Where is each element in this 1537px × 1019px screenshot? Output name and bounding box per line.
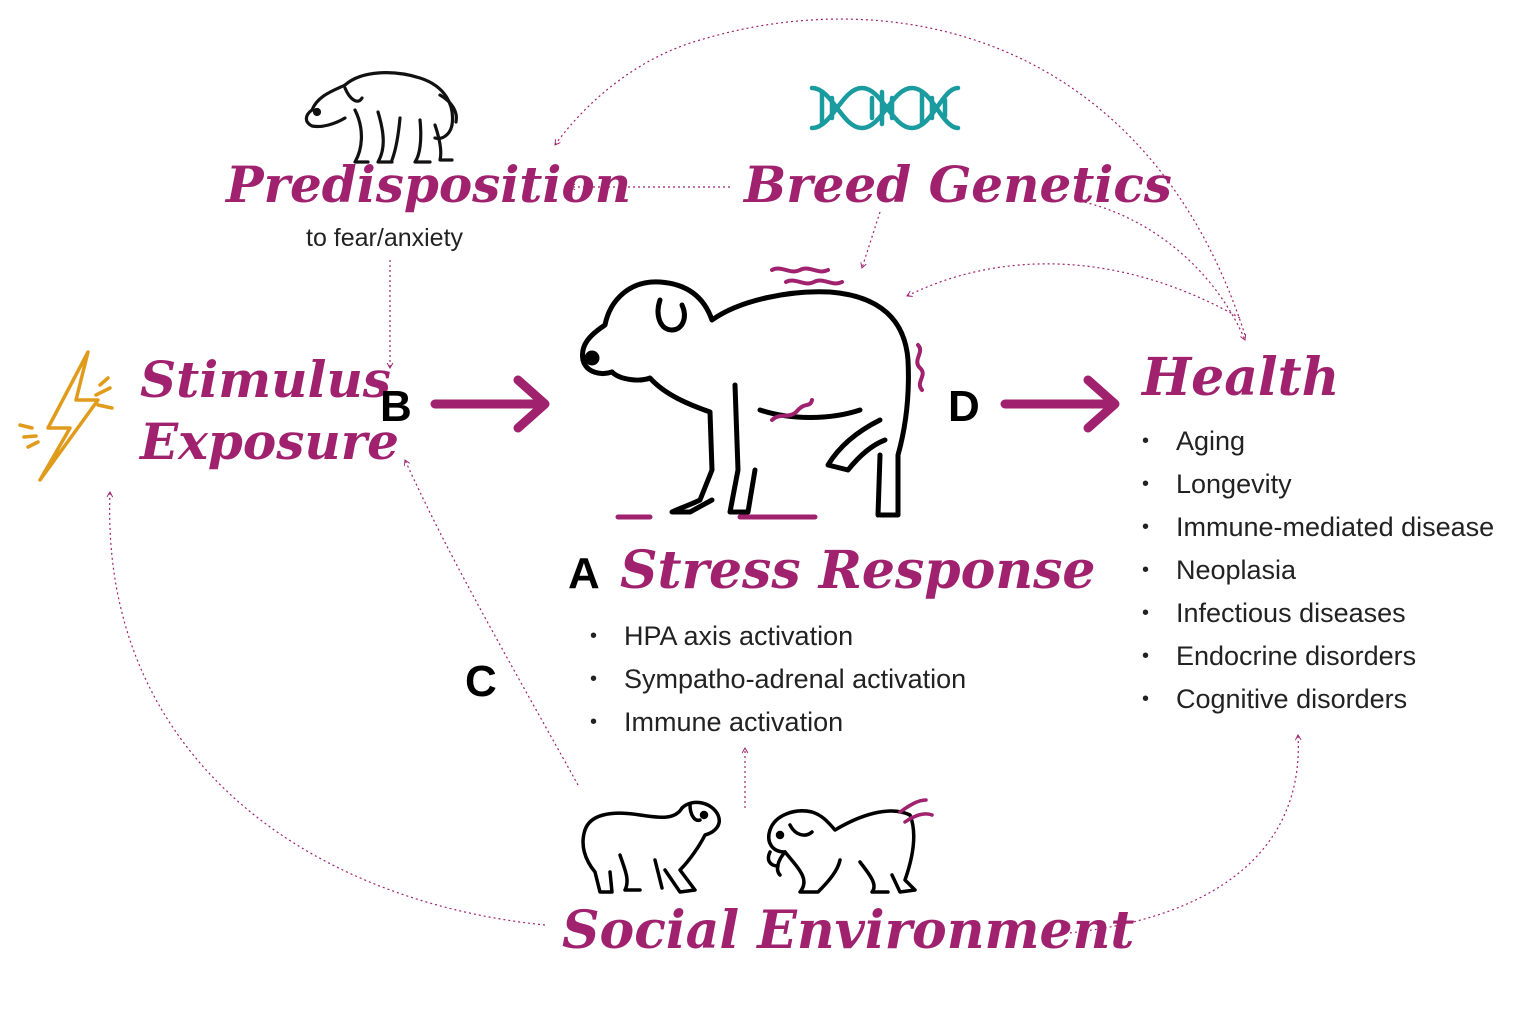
stress-marks (615, 266, 925, 520)
label-a: A (568, 549, 600, 598)
arrow-b (430, 375, 550, 433)
connector-social-to-b (403, 459, 579, 786)
list-item: Neoplasia (1142, 549, 1494, 592)
lightning-icon (18, 350, 114, 482)
tail-wag-marks (898, 798, 934, 824)
label-c: C (465, 657, 497, 706)
list-item: Longevity (1142, 463, 1494, 506)
list-item: Endocrine disorders (1142, 635, 1494, 678)
health-title: Health (1142, 347, 1340, 408)
list-item: Aging (1142, 420, 1494, 463)
stress-response-title: Stress Response (620, 540, 1096, 601)
list-item: Sympatho-adrenal activation (590, 658, 966, 701)
social-environment-title: Social Environment (562, 900, 1135, 961)
list-item: Immune activation (590, 701, 966, 744)
breed-genetics-title: Breed Genetics (744, 155, 1172, 214)
list-item: Cognitive disorders (1142, 678, 1494, 721)
connector-health-to-stress (906, 263, 1241, 319)
list-item: Immune-mediated disease (1142, 506, 1494, 549)
health-list: Aging Longevity Immune-mediated disease … (1142, 420, 1494, 721)
connector-health-to-predisposition (554, 18, 1246, 336)
label-b: B (380, 382, 412, 431)
connector-genetics-to-stress (860, 211, 881, 269)
predisposition-title: Predisposition (226, 155, 632, 214)
connector-social-to-health (1044, 734, 1302, 936)
arrow-d (1000, 375, 1120, 433)
predisposition-subtitle: to fear/anxiety (306, 224, 464, 252)
dna-icon (809, 85, 961, 131)
label-d: D (948, 382, 980, 431)
two-dogs-icon (581, 800, 917, 894)
connector-social-to-stimulus (106, 491, 546, 926)
stimulus-exposure-line1: Stimulus (140, 350, 391, 409)
fearful-dog-icon (304, 71, 458, 164)
stimulus-exposure-line2: Exposure (140, 412, 399, 471)
connector-genetics-to-health (1074, 199, 1247, 341)
stressed-dog-icon (579, 279, 911, 518)
list-item: HPA axis activation (590, 615, 966, 658)
list-item: Infectious diseases (1142, 592, 1494, 635)
stress-response-list: HPA axis activation Sympatho-adrenal act… (590, 615, 966, 744)
